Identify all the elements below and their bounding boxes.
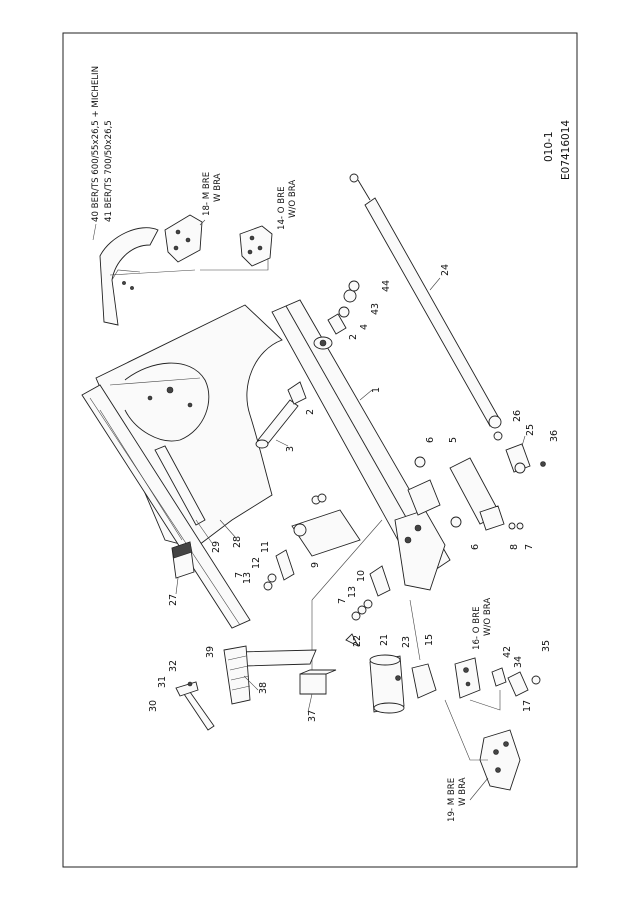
gas-strut-24 <box>349 173 502 429</box>
note-18-line1: 18- M BRE <box>202 172 212 216</box>
callout-30: 30 <box>148 700 159 712</box>
drawing-border <box>62 32 578 868</box>
side-plate-28 <box>95 304 283 549</box>
callout-26: 26 <box>512 410 523 422</box>
callout-39: 39 <box>205 646 216 658</box>
callout-13a: 13 <box>242 572 253 584</box>
note-41-tire: 41 BER/TS 700/50x26,5 <box>104 120 114 222</box>
pin-rings-upper <box>327 280 360 335</box>
callout-44: 44 <box>381 280 392 292</box>
callout-38: 38 <box>258 682 269 694</box>
bracket-18 <box>164 214 203 263</box>
callout-8: 8 <box>509 544 520 550</box>
strip-38-39 <box>223 645 317 705</box>
fender-part <box>99 227 196 326</box>
pin-30-31-32 <box>175 681 215 731</box>
ref-code: 010-1 <box>543 131 555 162</box>
note-40-tire: 40 BER/TS 600/55x26,5 + MICHELIN <box>91 66 101 222</box>
cylinder-5-6 <box>407 456 524 531</box>
callout-6b: 6 <box>470 544 481 550</box>
callout-32: 32 <box>168 660 179 672</box>
pad-37 <box>299 669 337 695</box>
fittings-17-34-35-42 <box>469 667 541 711</box>
main-boom-1 <box>271 299 451 591</box>
callout-17: 17 <box>522 700 533 712</box>
callout-35: 35 <box>541 640 552 652</box>
callout-3: 3 <box>285 446 296 452</box>
drawing-number: E07416014 <box>560 120 572 180</box>
housing-21-22-23 <box>345 633 437 714</box>
callout-12: 12 <box>251 557 262 569</box>
callout-2b: 2 <box>348 334 359 340</box>
callout-42: 42 <box>502 646 513 658</box>
callout-7a: 7 <box>524 544 535 550</box>
callout-4: 4 <box>359 324 370 330</box>
callout-34: 34 <box>513 656 524 668</box>
callout-1: 1 <box>371 387 382 393</box>
callout-27: 27 <box>168 594 179 606</box>
note-19-line2: W BRA <box>458 777 468 806</box>
callout-13b: 13 <box>347 586 358 598</box>
callout-31: 31 <box>157 676 168 688</box>
bracket-16 <box>454 657 481 699</box>
note-16-line2: W/O BRA <box>483 598 493 636</box>
callout-24: 24 <box>440 264 451 276</box>
callout-15: 15 <box>424 634 435 646</box>
callout-9: 9 <box>310 562 321 568</box>
pin-assembly-2-3 <box>255 381 307 449</box>
cylinder-9 <box>263 493 391 621</box>
callout-2a: 2 <box>305 409 316 415</box>
note-19-line1: 19- M BRE <box>447 778 457 822</box>
note-14-line1: 14- O BRE <box>277 186 287 230</box>
note-16-line1: 16- O BRE <box>472 606 482 650</box>
callout-5: 5 <box>448 437 459 443</box>
bracket-14 <box>239 225 273 267</box>
callout-10: 10 <box>356 570 367 582</box>
callout-7b: 7 <box>234 572 245 578</box>
callout-37: 37 <box>307 710 318 722</box>
note-14-line2: W/O BRA <box>288 180 298 218</box>
pad-27 <box>171 541 195 579</box>
callout-21: 21 <box>379 634 390 646</box>
callout-11: 11 <box>260 541 271 553</box>
note-18-line2: W BRA <box>213 173 223 202</box>
bracket-19 <box>479 729 521 791</box>
callout-43: 43 <box>370 303 381 315</box>
callout-7c: 7 <box>337 598 348 604</box>
callout-23: 23 <box>401 636 412 648</box>
callout-22: 22 <box>352 635 363 647</box>
callout-28: 28 <box>232 536 243 548</box>
end-fitting-25-26-36 <box>493 431 546 474</box>
callout-25: 25 <box>525 424 536 436</box>
callout-6a: 6 <box>425 437 436 443</box>
callout-29: 29 <box>211 541 222 553</box>
callout-36: 36 <box>549 430 560 442</box>
